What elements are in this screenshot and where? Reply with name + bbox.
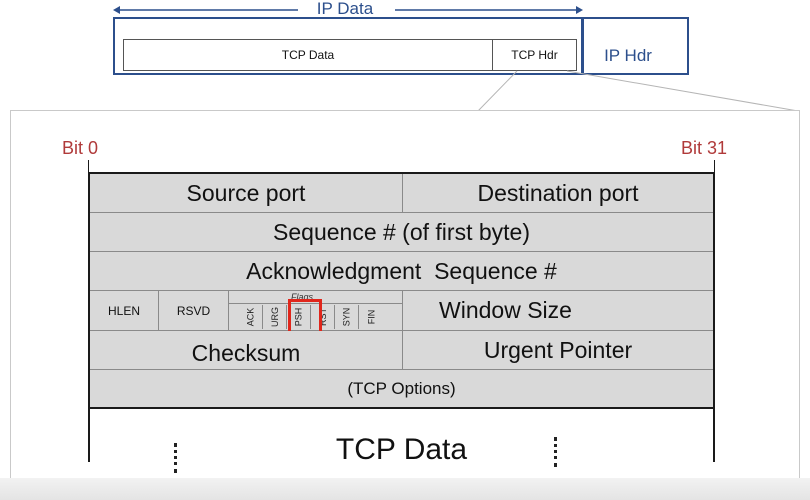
flag-urg-label: URG bbox=[269, 307, 280, 327]
options-label: (TCP Options) bbox=[347, 378, 456, 398]
hlen-field: HLEN bbox=[90, 291, 159, 330]
flags-field: Flags ACK URG PSH RST SYN FIN bbox=[229, 291, 403, 334]
options-field: (TCP Options) bbox=[90, 370, 713, 407]
right-continuation-dots bbox=[554, 437, 557, 467]
tcp-header-table: Source port Destination port Sequence # … bbox=[88, 172, 715, 473]
source-port-field: Source port bbox=[90, 174, 403, 212]
tcp-hdr-segment-label: TCP Hdr bbox=[511, 48, 558, 62]
rsvd-field: RSVD bbox=[159, 291, 229, 330]
flag-urg: URG bbox=[263, 305, 287, 329]
tcp-data-segment-label: TCP Data bbox=[281, 48, 335, 62]
flag-syn-label: SYN bbox=[341, 307, 352, 327]
bit-0-tick bbox=[88, 160, 89, 174]
acknowledgment-label: Acknowledgment Sequence # bbox=[246, 257, 557, 284]
source-port-label: Source port bbox=[186, 179, 306, 206]
acknowledgment-field: Acknowledgment Sequence # bbox=[90, 252, 713, 290]
tcp-data-segment: TCP Data bbox=[123, 39, 493, 71]
window-size-label: Window Size bbox=[439, 297, 572, 323]
ip-data-arrow bbox=[113, 1, 583, 17]
flag-ack-label: ACK bbox=[245, 307, 256, 327]
flag-fin: FIN bbox=[359, 305, 383, 329]
window-size-field: Window Size bbox=[403, 291, 713, 330]
flag-psh: PSH bbox=[287, 305, 311, 329]
bit-31-label: Bit 31 bbox=[681, 138, 728, 158]
tcp-hdr-segment: TCP Hdr bbox=[492, 39, 577, 71]
destination-port-label: Destination port bbox=[477, 179, 639, 206]
flag-ack: ACK bbox=[239, 305, 263, 329]
urgent-pointer-field: Urgent Pointer bbox=[403, 331, 713, 369]
bit-31-tick bbox=[714, 160, 715, 174]
flags-divider bbox=[229, 303, 402, 304]
row-acknowledgment: Acknowledgment Sequence # bbox=[90, 252, 713, 291]
checksum-label: Checksum bbox=[191, 339, 301, 366]
row-ports: Source port Destination port bbox=[90, 174, 713, 213]
ip-data-label: IP Data bbox=[316, 0, 374, 18]
row-sequence: Sequence # (of first byte) bbox=[90, 213, 713, 252]
ip-data-arrow-line bbox=[113, 6, 583, 14]
left-continuation-dots bbox=[174, 443, 177, 473]
hlen-label: HLEN bbox=[107, 303, 140, 318]
bit-0-label: Bit 0 bbox=[62, 138, 99, 158]
flags-label: Flags bbox=[291, 292, 314, 302]
row-checksum: Checksum Urgent Pointer bbox=[90, 331, 713, 370]
ip-hdr-label: IP Hdr bbox=[604, 46, 652, 65]
flag-rst: RST bbox=[311, 305, 335, 329]
checksum-field: Checksum bbox=[90, 331, 403, 369]
destination-port-field: Destination port bbox=[403, 174, 713, 212]
urgent-pointer-label: Urgent Pointer bbox=[483, 336, 633, 363]
sequence-label: Sequence # (of first byte) bbox=[273, 218, 530, 245]
ip-hdr-box bbox=[582, 17, 689, 75]
rsvd-label: RSVD bbox=[176, 303, 211, 318]
bottom-bar bbox=[0, 478, 810, 500]
tcp-data-label: TCP Data bbox=[335, 433, 468, 466]
flag-syn: SYN bbox=[335, 305, 359, 329]
flag-fin-label: FIN bbox=[366, 309, 376, 325]
tcp-data-area: TCP Data bbox=[90, 409, 713, 473]
sequence-field: Sequence # (of first byte) bbox=[90, 213, 713, 251]
zoom-connector-lines bbox=[477, 70, 799, 112]
psh-highlight-box bbox=[288, 299, 322, 334]
row-control: HLEN RSVD Flags ACK URG PSH RST SYN FIN … bbox=[90, 291, 713, 334]
row-options: (TCP Options) bbox=[90, 370, 713, 409]
